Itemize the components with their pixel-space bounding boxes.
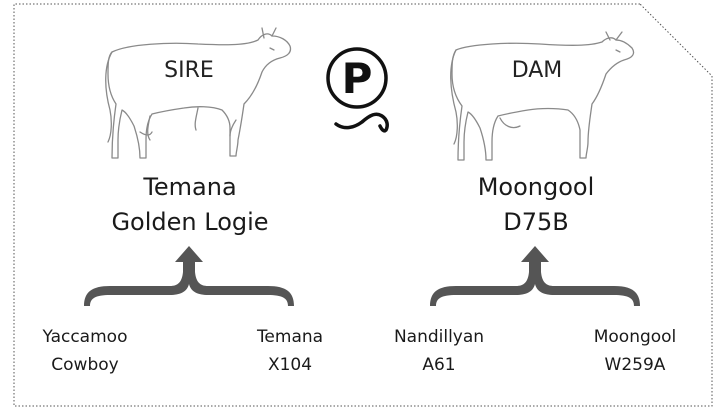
sire-parent-1-line-1: Yaccamoo	[42, 327, 128, 347]
dam-parent-2-line-2: W259A	[604, 355, 666, 375]
dam-parent-1-line-2: A61	[422, 355, 456, 375]
sire-bull-icon	[105, 27, 292, 159]
poll-marker-icon	[326, 47, 389, 133]
dam-tag: DAM	[511, 58, 563, 83]
sire-parent-2: Temana X104	[230, 323, 350, 379]
sire-name-line-1: Temana	[143, 173, 237, 201]
dam-parent-1-line-1: Nandillyan	[393, 327, 485, 347]
sire-parent-2-line-1: Temana	[256, 327, 324, 347]
sire-parent-1-line-2: Cowboy	[51, 355, 119, 375]
dam-parent-2-line-1: Moongool	[593, 327, 677, 347]
sire-name: Temana Golden Logie	[80, 170, 300, 240]
dam-brace	[430, 246, 640, 306]
dam-name-line-1: Moongool	[477, 173, 595, 201]
sire-parent-2-line-2: X104	[267, 355, 313, 375]
dam-name: Moongool D75B	[426, 170, 646, 240]
dam-cow-icon	[450, 31, 635, 161]
sire-parent-1: Yaccamoo Cowboy	[20, 323, 150, 379]
dam-parent-2: Moongool W259A	[570, 323, 700, 379]
dam-parent-1: Nandillyan A61	[374, 323, 504, 379]
sire-tag: SIRE	[164, 58, 214, 83]
dam-name-line-2: D75B	[503, 208, 569, 236]
sire-brace	[84, 246, 294, 306]
poll-letter: P	[342, 54, 373, 103]
sire-name-line-2: Golden Logie	[111, 208, 269, 236]
